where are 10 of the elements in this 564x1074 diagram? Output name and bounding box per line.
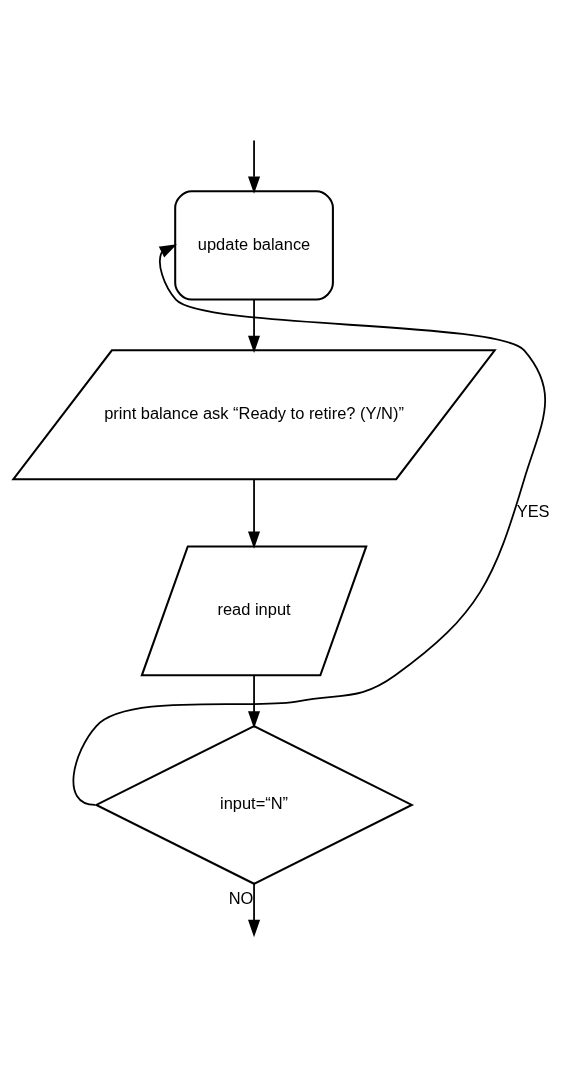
arrow [248,139,261,194]
arrow [248,882,261,937]
edge-label: NO [228,888,254,907]
arrow [248,298,261,353]
node-diamond: input=“N” [94,724,415,885]
arrow [248,674,261,728]
arrow [248,478,261,549]
arrow [72,243,547,806]
edge-label: YES [516,501,550,520]
node-box: update balance [174,189,334,301]
